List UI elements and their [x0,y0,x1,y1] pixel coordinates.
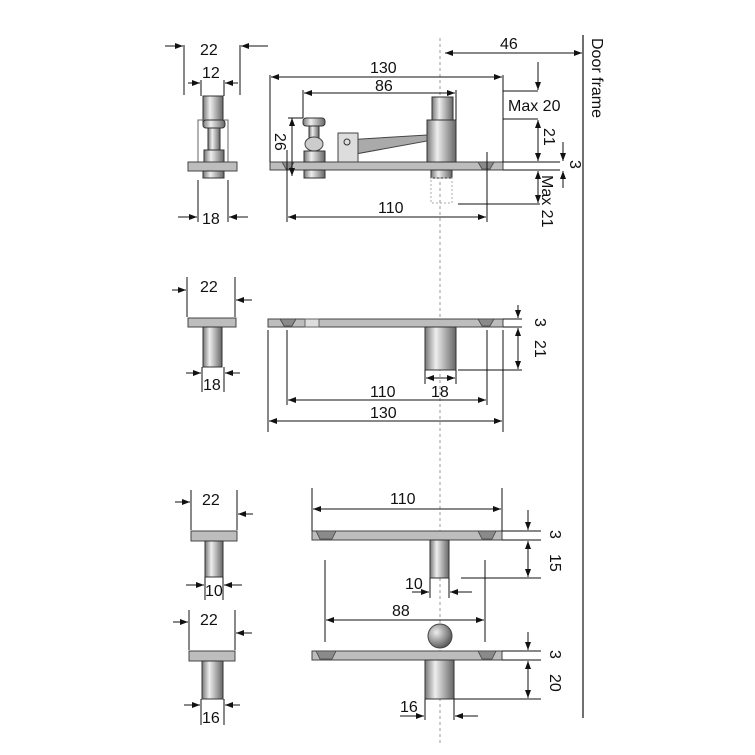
dim-low1-10: 10 [405,576,423,593]
dim-top-26: 26 [271,133,288,151]
low2-side-view [188,650,236,700]
low1-side-view [190,530,238,578]
dim-mid-130: 130 [370,405,397,422]
ball-detent [427,623,453,649]
top-side-view [187,95,238,179]
dim-top-21: 21 [540,128,557,146]
dim-low2-side-22: 22 [200,612,218,629]
dim-top-86: 86 [375,78,393,95]
low2-main-view [311,650,503,700]
dim-top-110: 110 [378,200,404,217]
dim-mid-side-18: 18 [203,377,221,394]
dim-top-46: 46 [500,36,518,53]
dim-top-side-12: 12 [202,65,220,82]
dim-top-side-22: 22 [200,42,218,59]
dim-low1-110: 110 [390,491,416,508]
dim-low1-88: 88 [392,603,410,620]
dim-low1-side-10: 10 [205,583,223,600]
dim-mid-110: 110 [370,384,396,401]
dim-top-130: 130 [370,60,397,77]
top-main-view [269,96,504,204]
low1-main-view [311,530,503,579]
dim-low2-20: 20 [546,674,563,692]
mid-main-view [267,318,504,371]
mid-side-view [187,317,237,368]
dim-low2-3: 3 [546,650,563,659]
dim-mid-3: 3 [531,318,548,327]
dim-top-max20: Max 20 [508,98,561,115]
dim-low2-side-16: 16 [202,710,220,727]
door-frame-label: Door frame [588,38,605,118]
dim-low2-16: 16 [400,699,418,716]
dim-mid-side-22: 22 [200,279,218,296]
dim-top-max21: Max 21 [538,175,555,228]
dim-low1-side-22: 22 [202,492,220,509]
dim-mid-18: 18 [431,384,449,401]
dim-low1-15: 15 [546,554,563,572]
dim-top-3: 3 [566,160,583,169]
dim-low1-3: 3 [546,530,563,539]
dim-mid-21: 21 [531,340,548,358]
dim-top-side-18: 18 [202,211,220,228]
